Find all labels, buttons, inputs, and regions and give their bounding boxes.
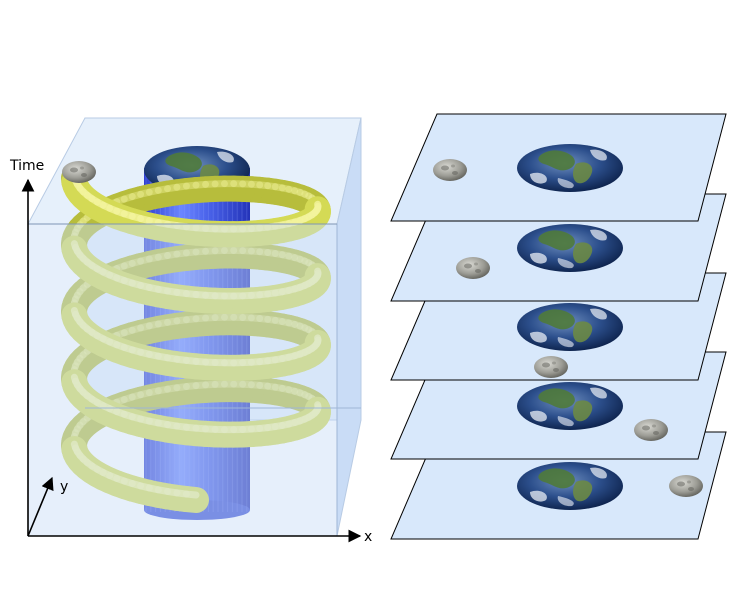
moon-icon (456, 257, 490, 279)
earth-icon (517, 224, 623, 272)
box-front-face (27, 223, 338, 537)
time-slice-plane (390, 113, 727, 222)
spacetime-box: Time x y (9, 117, 372, 545)
moon-icon (534, 356, 568, 378)
y-axis (27, 476, 54, 537)
moon-worldline-helix (61, 165, 331, 513)
earth-icon (517, 303, 623, 351)
earth-icon (517, 382, 623, 430)
moon-icon (433, 159, 467, 181)
y-axis-label: y (60, 479, 68, 495)
earth-icon (517, 144, 623, 192)
time-slices-stack (390, 113, 727, 540)
moon-icon (634, 419, 668, 441)
moon-start-icon (62, 161, 96, 183)
time-axis-label: Time (9, 158, 44, 174)
moon-icon (669, 475, 703, 497)
x-axis-label: x (364, 529, 372, 545)
earth-icon (517, 462, 623, 510)
